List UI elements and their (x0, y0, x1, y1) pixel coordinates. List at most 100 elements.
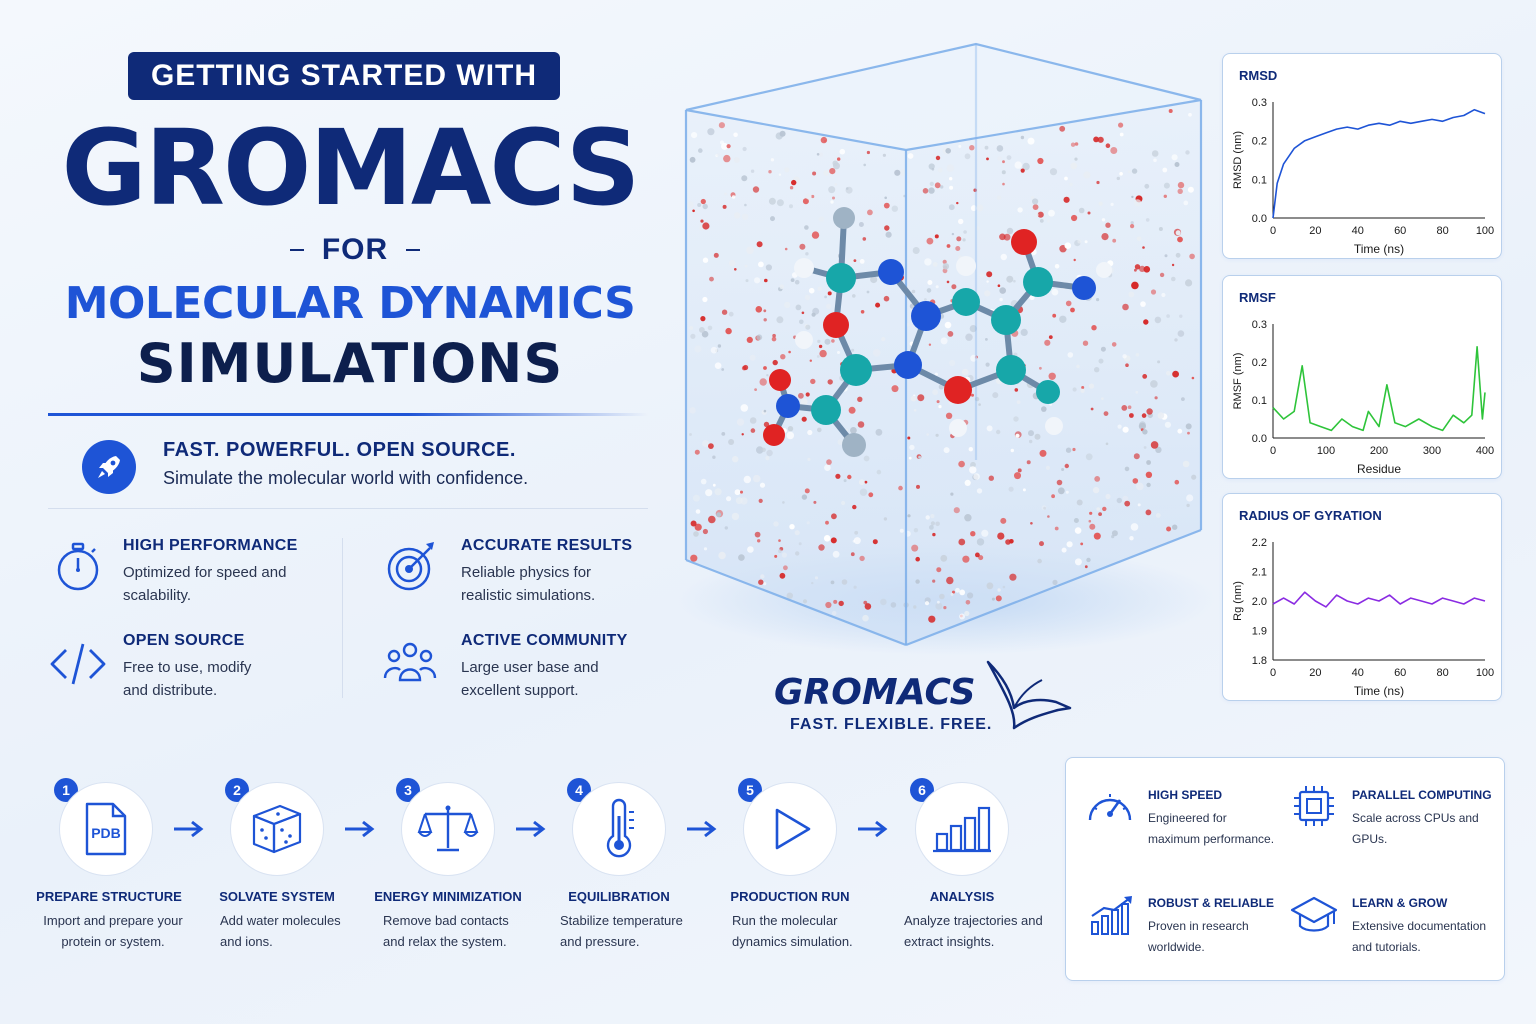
water-particle (912, 247, 920, 254)
water-particle (707, 325, 713, 331)
water-particle (929, 181, 934, 186)
water-particle (759, 378, 767, 386)
water-particle (944, 321, 952, 329)
benefits-card (1065, 757, 1505, 981)
water-particle (722, 204, 727, 209)
water-particle (1057, 487, 1065, 495)
water-particle (754, 531, 761, 538)
y-tick-label: 2.1 (1252, 567, 1267, 579)
water-particle (1103, 411, 1109, 416)
water-particle (913, 528, 919, 533)
water-particle (1175, 230, 1181, 236)
x-tick-label: 100 (1476, 225, 1494, 237)
water-particle (955, 246, 961, 251)
rocket-icon (82, 440, 136, 494)
water-particle (801, 311, 805, 315)
water-particle (1032, 198, 1039, 205)
water-particle (973, 473, 980, 480)
feature-desc: Free to use, modify and distribute. (123, 659, 252, 699)
water-particle (1094, 476, 1101, 482)
water-particle (768, 170, 772, 174)
water-particle (959, 613, 966, 620)
water-particle (1189, 253, 1195, 260)
water-particle (979, 272, 985, 278)
water-particle (841, 579, 848, 585)
water-particle (1054, 526, 1059, 531)
water-particle (837, 351, 840, 354)
water-particle (910, 395, 917, 402)
x-tick-label: 20 (1309, 667, 1321, 679)
water-particle (753, 474, 761, 483)
water-particle (891, 205, 898, 212)
water-particle (968, 447, 973, 452)
water-particle (1014, 472, 1021, 480)
water-particle (1158, 227, 1163, 231)
water-particle (1056, 479, 1063, 486)
water-particle (1177, 330, 1185, 337)
water-particle (1063, 196, 1070, 203)
water-particle (935, 521, 940, 527)
water-particle (701, 330, 709, 338)
water-particle (744, 203, 747, 207)
water-particle (1078, 207, 1085, 214)
water-particle (1026, 460, 1031, 465)
water-particle (999, 287, 1006, 294)
water-particle (851, 348, 855, 352)
page-title: GROMACS (61, 107, 641, 229)
tagline-divider (48, 508, 648, 509)
water-particle (908, 456, 912, 460)
water-particle (1121, 405, 1128, 411)
water-particle (779, 130, 786, 137)
water-particle (864, 480, 868, 484)
water-particle (978, 403, 981, 406)
water-particle (854, 530, 859, 535)
water-particle (689, 156, 696, 163)
water-particle (1014, 161, 1022, 169)
water-particle (1090, 407, 1094, 411)
water-particle (1130, 221, 1134, 225)
water-particle (1037, 211, 1044, 218)
water-particle (1030, 522, 1033, 525)
water-particle (714, 488, 722, 496)
water-particle (1122, 495, 1129, 502)
water-particle (811, 581, 814, 585)
molecule-atoms (763, 207, 1112, 457)
water-particle (1133, 199, 1142, 207)
water-particle (1073, 258, 1076, 262)
water-particle (802, 198, 809, 205)
water-particle (823, 535, 831, 542)
water-particle (940, 185, 944, 189)
water-particle (950, 492, 954, 496)
water-particle (926, 433, 929, 436)
water-particle (894, 169, 901, 176)
water-particle (1166, 314, 1170, 318)
water-particle (721, 309, 728, 315)
water-particle (962, 238, 966, 242)
benefit-title: LEARN & GROW (1352, 896, 1448, 910)
water-particle (811, 231, 820, 239)
water-particle (690, 554, 698, 562)
water-particle (976, 538, 985, 546)
water-particle (1179, 314, 1183, 318)
water-particle (940, 554, 948, 562)
water-particle (1000, 517, 1007, 524)
water-particle (1166, 526, 1172, 532)
water-particle (915, 579, 920, 584)
water-particle (1146, 460, 1151, 465)
water-particle (937, 167, 943, 173)
water-particle (1177, 428, 1183, 434)
brand-logo-text: GROMACS (774, 672, 976, 713)
water-particle (853, 585, 857, 589)
tagline-title: FAST. POWERFUL. OPEN SOURCE. (163, 439, 516, 461)
water-particle (1061, 547, 1067, 553)
water-particle (805, 392, 810, 397)
water-particle (788, 350, 791, 354)
x-tick-label: 60 (1394, 225, 1406, 237)
water-particle (1191, 474, 1197, 480)
water-particle (744, 264, 748, 268)
water-particle (868, 492, 874, 498)
water-particle (1145, 509, 1152, 516)
water-particle (1137, 503, 1141, 507)
water-particle (872, 539, 878, 545)
water-particle (1051, 288, 1059, 296)
